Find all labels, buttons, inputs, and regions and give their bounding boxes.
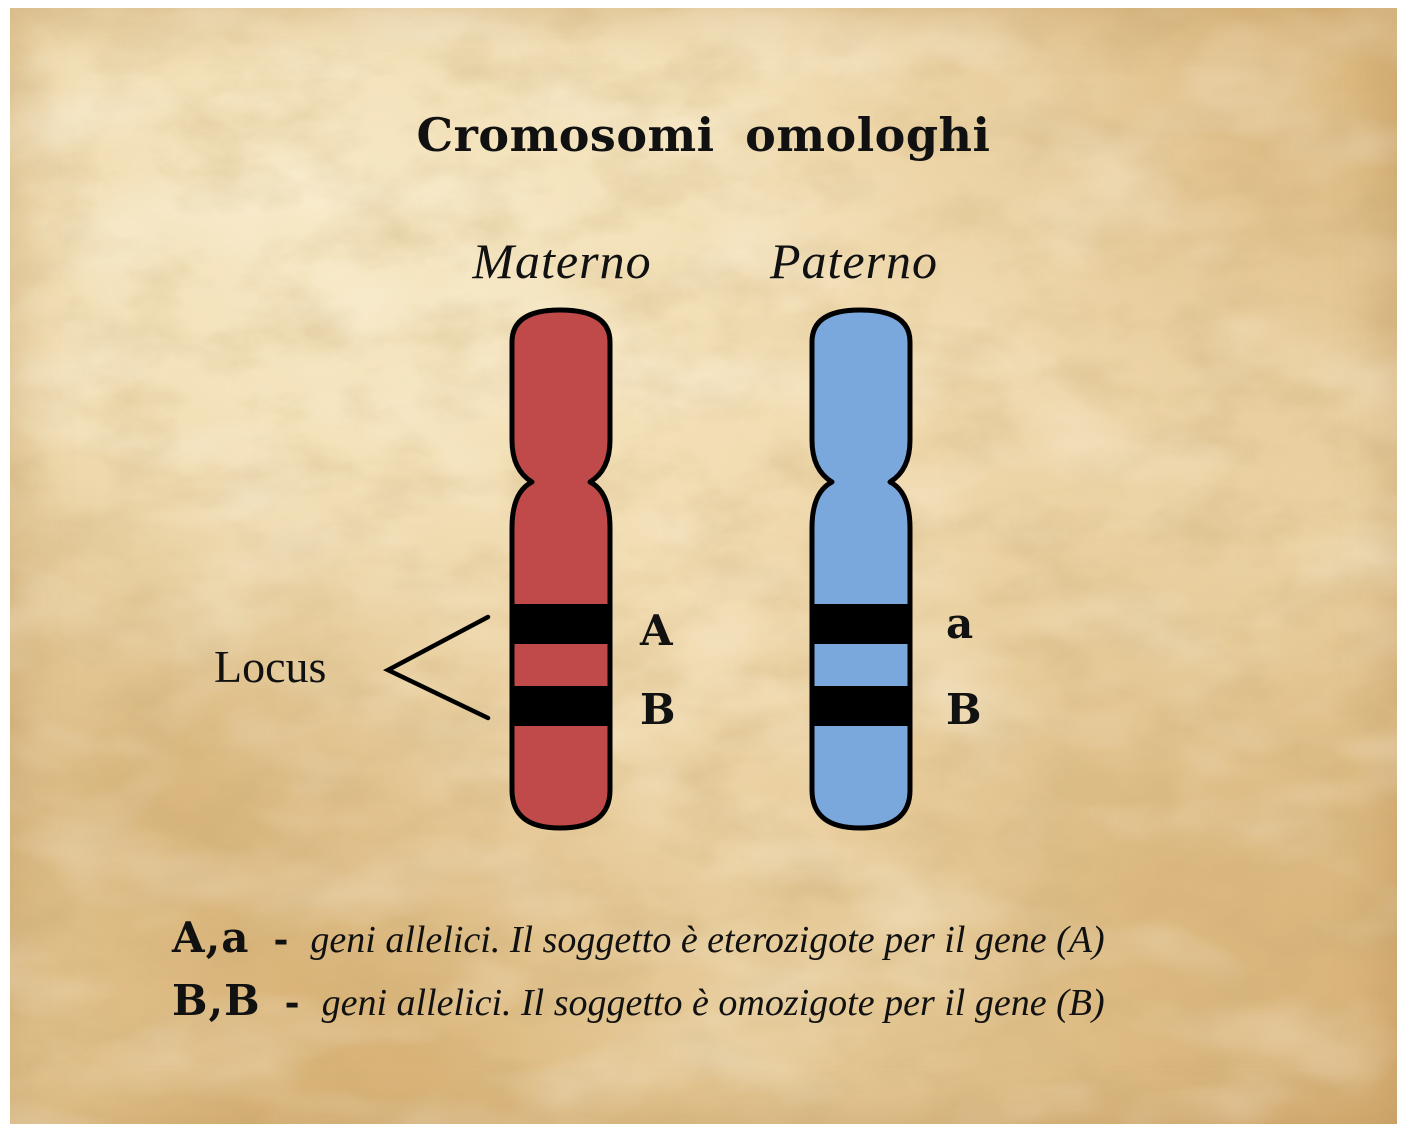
legend-text: geni allelici. Il soggetto è omozigote p… bbox=[321, 982, 1105, 1024]
legend-dash: - bbox=[273, 919, 289, 961]
allele-label-paternal-b: B bbox=[946, 685, 982, 734]
legend-row: B,B - geni allelici. Il soggetto è omozi… bbox=[172, 976, 1105, 1025]
legend-dash: - bbox=[284, 982, 300, 1024]
parchment-background bbox=[10, 8, 1397, 1124]
locus-annotation: Locus bbox=[214, 614, 491, 721]
maternal-chromosome: A B bbox=[509, 307, 676, 831]
allele-label-maternal-a: A bbox=[639, 606, 674, 655]
page-title: Cromosomi omologhi bbox=[416, 108, 991, 162]
paternal-label: Paterno bbox=[769, 233, 939, 289]
locus-label: Locus bbox=[214, 641, 326, 692]
maternal-band-b bbox=[512, 686, 610, 726]
maternal-chromosome-outline bbox=[509, 307, 613, 831]
legend-row: A,a - geni allelici. Il soggetto è etero… bbox=[172, 913, 1105, 962]
paternal-chromosome-body bbox=[812, 310, 910, 828]
maternal-label: Materno bbox=[472, 233, 652, 289]
paternal-chromosome: a B bbox=[809, 307, 982, 831]
legend-text: geni allelici. Il soggetto è eterozigote… bbox=[310, 919, 1105, 961]
legend-key: A,a bbox=[172, 913, 250, 962]
maternal-chromosome-body bbox=[512, 310, 610, 828]
paternal-chromosome-outline bbox=[809, 307, 913, 831]
paternal-band-a bbox=[812, 604, 910, 644]
legend-key: B,B bbox=[172, 976, 261, 1025]
allele-label-paternal-a: a bbox=[946, 599, 973, 648]
paternal-band-b bbox=[812, 686, 910, 726]
allele-label-maternal-b: B bbox=[640, 685, 676, 734]
locus-pointer-lines bbox=[383, 614, 491, 721]
maternal-band-a bbox=[512, 604, 610, 644]
parchment-texture bbox=[10, 8, 1397, 1124]
